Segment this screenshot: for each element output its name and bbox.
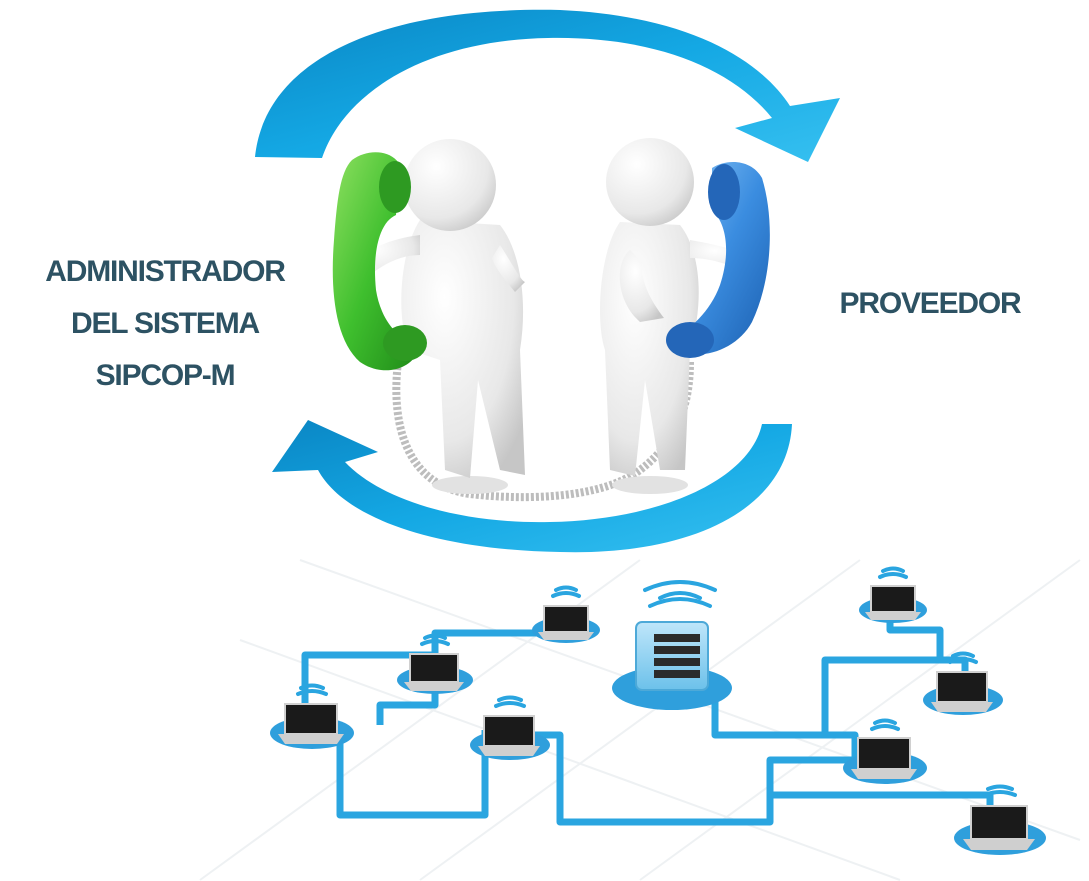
administrator-label-line: SIPCOP-M: [95, 359, 236, 392]
laptop-node-icon: [270, 703, 354, 749]
cycle-arrow-bottom-icon: [272, 420, 792, 553]
server-icon: [612, 621, 732, 710]
provider-label: PROVEEDOR: [839, 287, 1022, 320]
wifi-icon: [296, 566, 1017, 797]
cycle-arrow-top-icon: [255, 9, 840, 162]
administrator-label-line: ADMINISTRADOR: [45, 255, 286, 288]
telephone-handset-green-icon: [332, 152, 427, 371]
person-figure-right-icon: [600, 138, 760, 494]
administrator-label-line: DEL SISTEMA: [71, 307, 260, 340]
laptop-node-icon: [954, 805, 1046, 855]
person-figure-left-icon: [350, 139, 525, 494]
administrator-label: ADMINISTRADOR DEL SISTEMA SIPCOP-M: [0, 246, 330, 402]
laptop-node-icon: [923, 671, 1003, 715]
laptop-node-icon: [470, 715, 550, 760]
laptop-node-icon: [397, 653, 473, 694]
laptop-node-icon: [532, 605, 600, 643]
laptop-node-icon: [859, 585, 927, 623]
laptop-node-icon: [843, 737, 927, 784]
telephone-handset-blue-icon: [666, 162, 770, 358]
